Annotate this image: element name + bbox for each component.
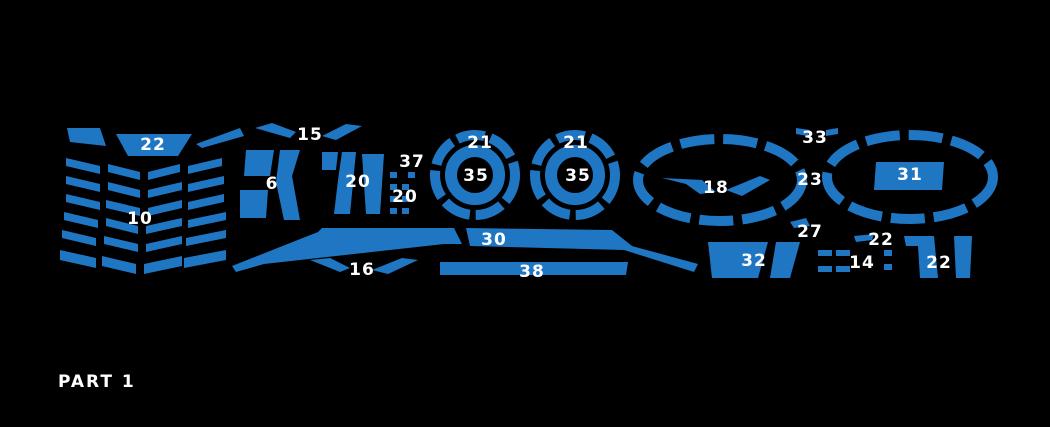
piece-33-label: 33 <box>802 128 828 148</box>
piece-35-a-label: 35 <box>463 166 489 186</box>
piece-21-a-label: 21 <box>467 133 493 153</box>
piece-21-b-label: 21 <box>563 133 589 153</box>
piece-32-label: 32 <box>741 251 767 271</box>
piece-15-label: 15 <box>297 125 323 145</box>
piece-labels: 22 10 15 6 20 37 20 21 35 21 35 18 33 23… <box>127 125 952 282</box>
piece-22-b-label: 22 <box>868 230 894 250</box>
diagram-rings <box>430 130 998 226</box>
piece-31-label: 31 <box>897 165 923 185</box>
piece-35-b-label: 35 <box>565 166 591 186</box>
piece-20-a-label: 20 <box>345 172 371 192</box>
piece-30-label: 30 <box>481 230 507 250</box>
piece-22-c-label: 22 <box>926 253 952 273</box>
piece-18-label: 18 <box>703 178 729 198</box>
piece-27-label: 27 <box>797 222 823 242</box>
piece-14-label: 14 <box>849 253 875 273</box>
piece-22-a-label: 22 <box>140 135 166 155</box>
piece-38-label: 38 <box>519 262 545 282</box>
diagram-shapes <box>60 123 972 278</box>
part-label: PART 1 <box>58 372 136 392</box>
slat-block <box>60 158 226 274</box>
piece-20-b-label: 20 <box>392 187 418 207</box>
piece-6-label: 6 <box>266 174 279 194</box>
piece-10-label: 10 <box>127 209 153 229</box>
piece-37-label: 37 <box>399 152 425 172</box>
piece-16-label: 16 <box>349 260 375 280</box>
piece-23-label: 23 <box>797 170 823 190</box>
